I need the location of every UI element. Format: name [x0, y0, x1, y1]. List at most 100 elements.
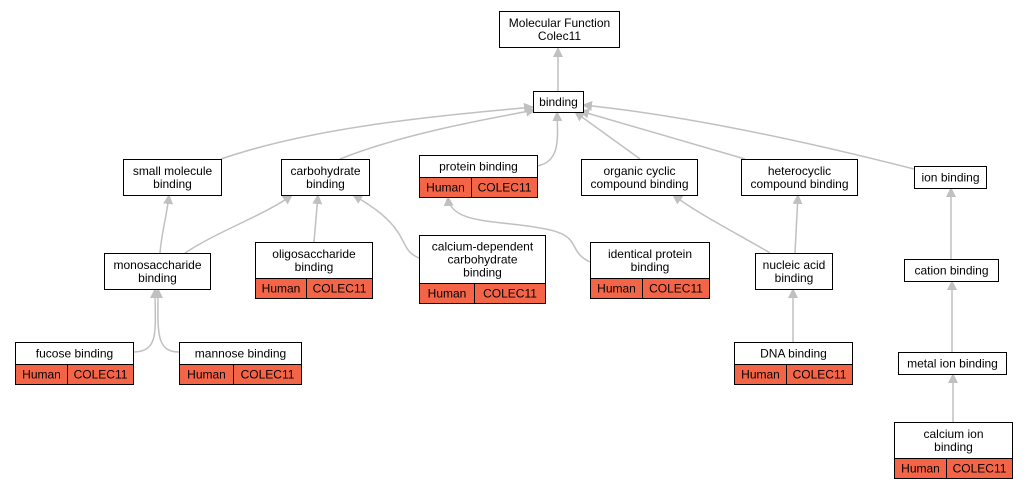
node-box — [255, 242, 373, 279]
annotation-row — [179, 364, 302, 385]
node-label-line: carbohydrate — [290, 164, 360, 178]
node-calcium-dep-carb[interactable]: calcium-dependentcarbohydratebindingHuma… — [419, 235, 546, 304]
node-box — [123, 159, 222, 196]
species-label: Human — [597, 282, 636, 296]
gene-label: COLEC11 — [74, 368, 128, 382]
node-label-line: monosaccharide — [113, 258, 201, 272]
edge-small_molecule-to-binding — [220, 102, 534, 160]
edge-protein-to-binding — [536, 111, 563, 167]
node-label-line: protein binding — [439, 160, 518, 174]
node-label-line: compound binding — [590, 177, 688, 191]
node-label-line: Molecular Function — [509, 16, 610, 30]
node-box — [499, 11, 620, 48]
node-label-line: ion binding — [921, 171, 979, 185]
node-label-line: binding — [934, 440, 973, 454]
gene-label: COLEC11 — [953, 462, 1007, 476]
annotation-row — [419, 177, 538, 198]
node-label-line: binding — [539, 95, 578, 109]
species-label: Human — [22, 368, 61, 382]
annotation-row — [255, 278, 373, 299]
edge-heterocyclic-to-binding — [579, 108, 746, 160]
edge-nucleic_acid-to-heterocyclic — [792, 194, 803, 254]
node-cation[interactable]: cation binding — [904, 259, 999, 282]
edge-monosaccharide-to-small_molecule — [159, 194, 174, 254]
node-box — [898, 352, 1007, 375]
node-metal-ion[interactable]: metal ion binding — [898, 352, 1007, 375]
edge-nucleic_acid-to-organic_cyclic — [672, 194, 771, 254]
node-label-line: Colec11 — [538, 29, 581, 43]
node-ion[interactable]: ion binding — [914, 166, 987, 189]
gene-label: COLEC11 — [313, 282, 367, 296]
node-box — [281, 159, 370, 196]
annotation-row — [419, 283, 546, 304]
annotation-row — [590, 278, 710, 299]
annotation-row — [734, 364, 853, 385]
edge-monosaccharide-to-carbohydrate — [184, 194, 293, 254]
node-label-line: mannose binding — [195, 347, 286, 361]
node-label-line: binding — [775, 271, 814, 285]
species-label: Human — [426, 181, 465, 195]
node-label-line: organic cyclic — [603, 164, 675, 178]
node-label-line: binding — [138, 271, 177, 285]
node-label-line: binding — [463, 266, 502, 280]
species-label: Human — [187, 368, 226, 382]
node-label-line: binding — [306, 177, 345, 191]
node-label-line: identical protein — [608, 247, 692, 261]
node-box — [104, 253, 211, 290]
node-box — [755, 253, 833, 290]
edge-organic_cyclic-to-binding — [574, 111, 641, 160]
node-box — [904, 259, 999, 282]
edge-fucose-to-monosaccharide — [132, 288, 161, 353]
node-label-line: heterocyclic — [768, 164, 831, 178]
gene-label: COLEC11 — [649, 282, 703, 296]
node-label-line: cation binding — [914, 264, 988, 278]
gene-label: COLEC11 — [478, 181, 532, 195]
node-label-line: small molecule — [133, 164, 213, 178]
edge-calcium_dep_carb-to-carbohydrate — [352, 194, 420, 259]
node-box — [419, 235, 546, 284]
node-box — [914, 166, 987, 189]
node-box — [581, 159, 698, 196]
edge-ion-to-binding — [582, 100, 915, 170]
species-label: Human — [428, 287, 467, 301]
gene-label: COLEC11 — [793, 368, 847, 382]
edge-carbohydrate-to-binding — [339, 106, 536, 160]
edges-layer — [132, 47, 958, 422]
node-label-line: nucleic acid — [763, 258, 826, 272]
node-binding[interactable]: binding — [533, 91, 584, 113]
species-label: Human — [741, 368, 780, 382]
edge-mannose-to-monosaccharide — [152, 288, 180, 353]
gene-label: COLEC11 — [483, 287, 537, 301]
node-label-line: compound binding — [750, 177, 848, 191]
node-box — [741, 159, 858, 196]
node-label-line: fucose binding — [36, 347, 113, 361]
edge-oligosaccharide-to-carbohydrate — [312, 194, 323, 243]
node-box — [590, 242, 710, 279]
node-label-line: binding — [631, 260, 670, 274]
node-label-line: binding — [153, 177, 192, 191]
node-label-line: calcium ion — [923, 427, 983, 441]
node-box — [533, 91, 584, 113]
edge-identical_protein-to-protein — [443, 196, 591, 263]
species-label: Human — [901, 462, 940, 476]
node-label-line: oligosaccharide — [272, 247, 356, 261]
node-label-line: carbohydrate — [447, 253, 517, 267]
gene-label: COLEC11 — [241, 368, 295, 382]
node-label-line: binding — [295, 260, 334, 274]
annotation-row — [15, 364, 134, 385]
